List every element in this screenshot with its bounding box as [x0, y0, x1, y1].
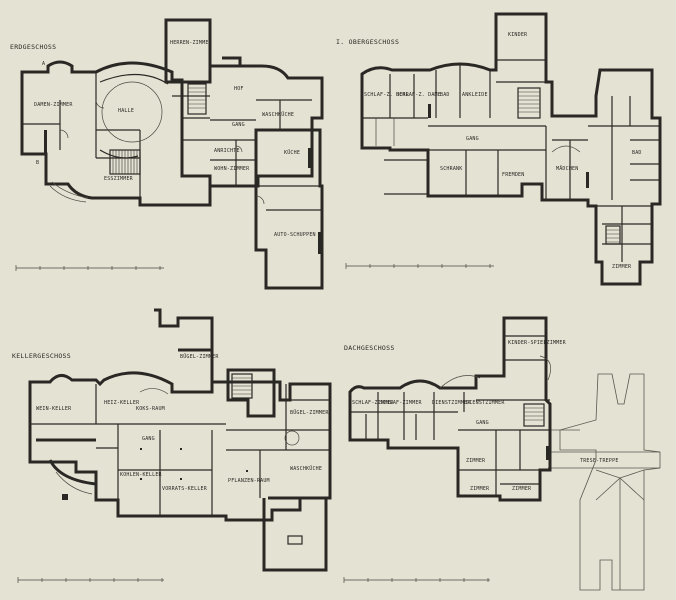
attic-room-kinder: KINDER-SPIELZIMMER — [508, 340, 567, 346]
cellar-room-weinkeller: WEIN-KELLER — [36, 406, 72, 412]
attic-room-dienstzimmer-1: DIENSTZIMMER — [432, 400, 471, 406]
ground-room-damenzimmer: DAMEN-ZIMMER — [34, 102, 73, 108]
first-floor-plan: I. OBERGESCHOSS KINDER SCHLAF-Z. HERR SC… — [336, 12, 662, 286]
first-room-zimmer: ZIMMER — [612, 264, 632, 270]
cellar-room-gang: GANG — [142, 436, 155, 442]
ground-floor-plan: ERDGESCHOSS A B HER — [10, 18, 324, 290]
cellar-room-buegelzimmer: BÜGEL-ZIMMER — [180, 353, 219, 360]
attic-title: DACHGESCHOSS — [344, 344, 395, 352]
ground-room-wohnzimmer: WOHN-ZIMMER — [214, 166, 250, 172]
cellar-room-heizkeller: HEIZ-KELLER — [104, 400, 140, 406]
first-floor-title: I. OBERGESCHOSS — [336, 38, 399, 46]
attic-room-gang: GANG — [476, 420, 489, 426]
first-room-bad-2: BAD — [632, 150, 642, 156]
cellar-room-koks: KOKS-RAUM — [136, 406, 165, 412]
first-room-kinder: KINDER — [508, 32, 528, 38]
cellar-room-vorratskeller: VORRATS-KELLER — [162, 486, 208, 492]
ground-room-autoschuppen: AUTO-SCHUPPEN — [274, 232, 316, 238]
ground-room-essraum: ESSZIMMER — [104, 176, 134, 182]
first-room-bad: BAD — [440, 92, 450, 98]
attic-room-schlafzimmer-1: SCHLAF-ZIMMER — [352, 400, 395, 406]
cellar-room-waschkueche: WASCHKÜCHE — [290, 465, 322, 472]
first-room-fremden: FREMDEN — [502, 172, 524, 178]
ground-room-halle: HALLE — [118, 108, 134, 114]
ground-room-gang: GANG — [232, 122, 245, 128]
attic-room-zimmer-1: ZIMMER — [466, 458, 486, 464]
cellar-room-buegel-2: BÜGEL-ZIMMER — [290, 409, 329, 416]
ground-room-waschkueche: WASCHKÜCHE — [262, 111, 294, 118]
cellar-room-kohlenkeller: KOHLEN-KELLER — [120, 472, 163, 478]
cellar-title: KELLERGESCHOSS — [12, 352, 71, 360]
attic-room-zimmer-3: ZIMMER — [512, 486, 532, 492]
first-room-schrank: SCHRANK — [440, 166, 462, 172]
attic-room-zimmer-2: ZIMMER — [470, 486, 490, 492]
attic-room-dienstzimmer-2: DIENSTZIMMER — [466, 400, 505, 406]
first-room-maedchen: MÄDCHEN — [556, 165, 578, 172]
first-room-schlaf-dame: SCHLAF-Z. DAME — [396, 92, 441, 98]
ground-mark-b: B — [36, 160, 39, 166]
first-room-ankleide: ANKLEIDE — [462, 92, 488, 98]
ground-room-anrichte: ANRICHTE — [214, 148, 240, 154]
cellar-plan: KELLERGESCHOSS WEIN-KELLER HEIZ-KELLER K… — [12, 308, 332, 583]
first-room-gang: GANG — [466, 136, 479, 142]
ground-room-herrenzimmer: HERREN-ZIMMER — [170, 40, 213, 46]
attic-room-treppe: TRESE-TREPPE — [580, 458, 619, 464]
attic-plan: DACHGESCHOSS KINDER-SPIELZIMMER SCHLAF-Z… — [343, 316, 661, 591]
ground-mark-a: A — [42, 61, 45, 67]
cellar-room-pflanzenraum: PFLANZEN-RAUM — [228, 478, 270, 484]
ground-floor-title: ERDGESCHOSS — [10, 43, 56, 51]
ground-room-hof: HOF — [234, 86, 244, 92]
first-room-schlaf-herr: SCHLAF-Z. HERR — [364, 92, 410, 98]
ground-room-kueche: KÜCHE — [284, 149, 300, 156]
attic-room-schlafzimmer-2: SCHLAF-ZIMMER — [380, 400, 423, 406]
